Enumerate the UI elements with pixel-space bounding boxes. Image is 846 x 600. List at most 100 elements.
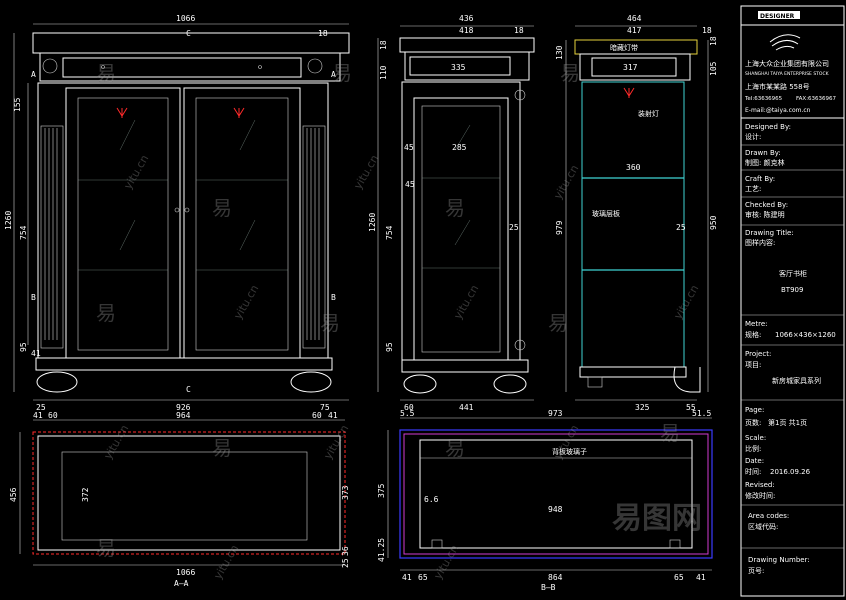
section-inner-width: 360: [626, 163, 641, 172]
side-foot-left: [403, 374, 437, 394]
project-value: 新房城家具系列: [772, 376, 821, 385]
date-label: Date:: [745, 457, 764, 465]
side-dim-95: 95: [385, 342, 394, 352]
plan-aa-dim-373: 373: [341, 485, 350, 500]
area-codes-cn: 区域代码:: [748, 522, 778, 531]
plan-bb-dim-65-l: 65: [418, 573, 428, 582]
side-dim-1260: 1260: [368, 213, 377, 232]
watermark-yi-12: 易: [660, 421, 680, 445]
plan-aa-inner: [61, 451, 308, 541]
project-label: Project:: [745, 350, 771, 358]
watermark-yi-5: 易: [96, 301, 116, 325]
front-body: [37, 82, 329, 359]
front-section-a-right: A: [331, 70, 336, 79]
revised-label: Revised:: [745, 481, 775, 489]
watermark-site-7: yitu.cn: [101, 423, 131, 462]
plan-aa-dim-41-l: 41: [33, 411, 43, 420]
company-logo-icon: [769, 34, 801, 51]
section-drawer-band: [579, 53, 691, 81]
front-fluting: [44, 128, 320, 340]
plan-aa-dim-456: 456: [9, 487, 18, 502]
plan-bb: 5.5 973 51.5 背板玻璃子 375 41.25 948 6.6 41 …: [377, 409, 713, 592]
section-cc: 464 417 18 暗藏灯带 317 装射灯 玻璃层板 360 130 979…: [555, 14, 718, 412]
plan-bb-body: [419, 439, 693, 549]
drawing-name: 客厅书柜: [779, 269, 807, 278]
side-dim-436: 436: [459, 14, 474, 23]
front-dim-1260: 1260: [4, 211, 13, 230]
watermark-brand: 易图网: [612, 501, 702, 536]
front-foot-left: [36, 371, 78, 393]
plan-aa-dim-372: 372: [81, 487, 90, 502]
checked-by-cn: 审核: 陈建明: [745, 210, 785, 219]
metre-value: 1066×436×1260: [775, 331, 836, 339]
page-value: 第1页 共1页: [768, 418, 807, 427]
plan-aa-outline: [32, 431, 346, 555]
revised-cn: 修改时间:: [745, 491, 775, 500]
plan-aa: 41 60 964 60 41 456 372 373 36 25 1066 A…: [9, 411, 350, 588]
front-width-dim: 1066: [176, 14, 195, 23]
side-inner-285: 285: [452, 143, 467, 152]
side-dim-45: 45: [404, 143, 414, 152]
front-door-left: [65, 87, 181, 359]
checked-by-label: Checked By:: [745, 201, 788, 209]
section-drawer: [591, 57, 677, 77]
section-foot: [673, 366, 701, 393]
drawing-code: BT909: [781, 286, 803, 294]
side-dim-441: 441: [459, 403, 474, 412]
section-plinth: [579, 366, 687, 378]
side-drawer-dim: 335: [451, 63, 466, 72]
side-plinth: [401, 359, 529, 373]
plan-aa-dim-60-l: 60: [48, 411, 58, 420]
plan-bb-dim-41-l: 41: [402, 573, 412, 582]
section-dim-105: 105: [709, 61, 718, 76]
plan-bb-hinge-left: [431, 539, 443, 549]
plan-bb-dim-973: 973: [548, 409, 563, 418]
watermark-site-1: yitu.cn: [121, 153, 151, 192]
front-dim-25: 25: [36, 403, 46, 412]
front-door-knob-left: [174, 207, 180, 213]
drawn-by-label: Drawn By:: [745, 149, 781, 157]
company-email: E-mail:@taiya.com.cn: [745, 107, 811, 114]
front-section-a-left: A: [31, 70, 36, 79]
company-fax: FAX:63636967: [796, 96, 837, 102]
title-block: DESIGNER 上海大众企业集团有限公司 SHANGHAI TAIYA ENT…: [740, 5, 845, 597]
page-label: Page:: [745, 406, 764, 414]
front-dim-95: 95: [19, 342, 28, 352]
drawing-number-label: Drawing Number:: [748, 556, 810, 564]
section-dim-417: 417: [627, 26, 642, 35]
company-address: 上海市某某路 558号: [745, 82, 810, 91]
watermark-yi-11: 易: [96, 536, 116, 560]
front-rosette-right: [307, 58, 323, 74]
side-dim-754: 754: [385, 225, 394, 240]
side-carving: [514, 89, 526, 101]
plan-aa-dim-964: 964: [176, 411, 191, 420]
side-glass: [421, 105, 501, 353]
front-light-left-icon: [116, 107, 128, 118]
section-label-glass: 玻璃层板: [592, 209, 620, 218]
watermark-site-5: yitu.cn: [451, 283, 481, 322]
metre-cn: 规格:: [745, 330, 761, 339]
watermarks: 易 易 易 易 易 易 易 易 易 易 易 易 yitu.cn yitu.cn …: [96, 61, 702, 582]
side-view: 436 418 18 335 18 110 45 1260 754 95 45 …: [368, 14, 535, 412]
craft-by-cn: 工艺:: [745, 185, 761, 193]
front-plinth: [35, 357, 333, 371]
drawing-number-cn: 页号:: [748, 567, 764, 575]
side-carving-bottom: [514, 339, 526, 351]
watermark-site-3: yitu.cn: [551, 163, 581, 202]
plan-bb-dim-6.6: 6.6: [424, 495, 439, 504]
section-dim-950: 950: [709, 215, 718, 230]
plan-aa-dim-36: 36: [341, 546, 350, 556]
plan-aa-dim-41-r: 41: [328, 411, 338, 420]
front-section-c-bottom: C: [186, 385, 191, 394]
section-dim-979: 979: [555, 220, 564, 235]
watermark-yi-8: 易: [560, 61, 580, 85]
front-dim-41: 41: [31, 349, 41, 358]
plan-bb-dim-41-r: 41: [696, 573, 706, 582]
plan-bb-dim-864: 864: [548, 573, 563, 582]
plan-bb-label-glass: 背板玻璃子: [552, 447, 587, 456]
scale-cn: 比例:: [745, 444, 761, 453]
side-dim-18-left: 18: [379, 40, 388, 50]
page-cn: 页数:: [745, 418, 761, 427]
project-cn: 项目:: [745, 361, 761, 369]
metre-label: Metre:: [745, 320, 767, 328]
